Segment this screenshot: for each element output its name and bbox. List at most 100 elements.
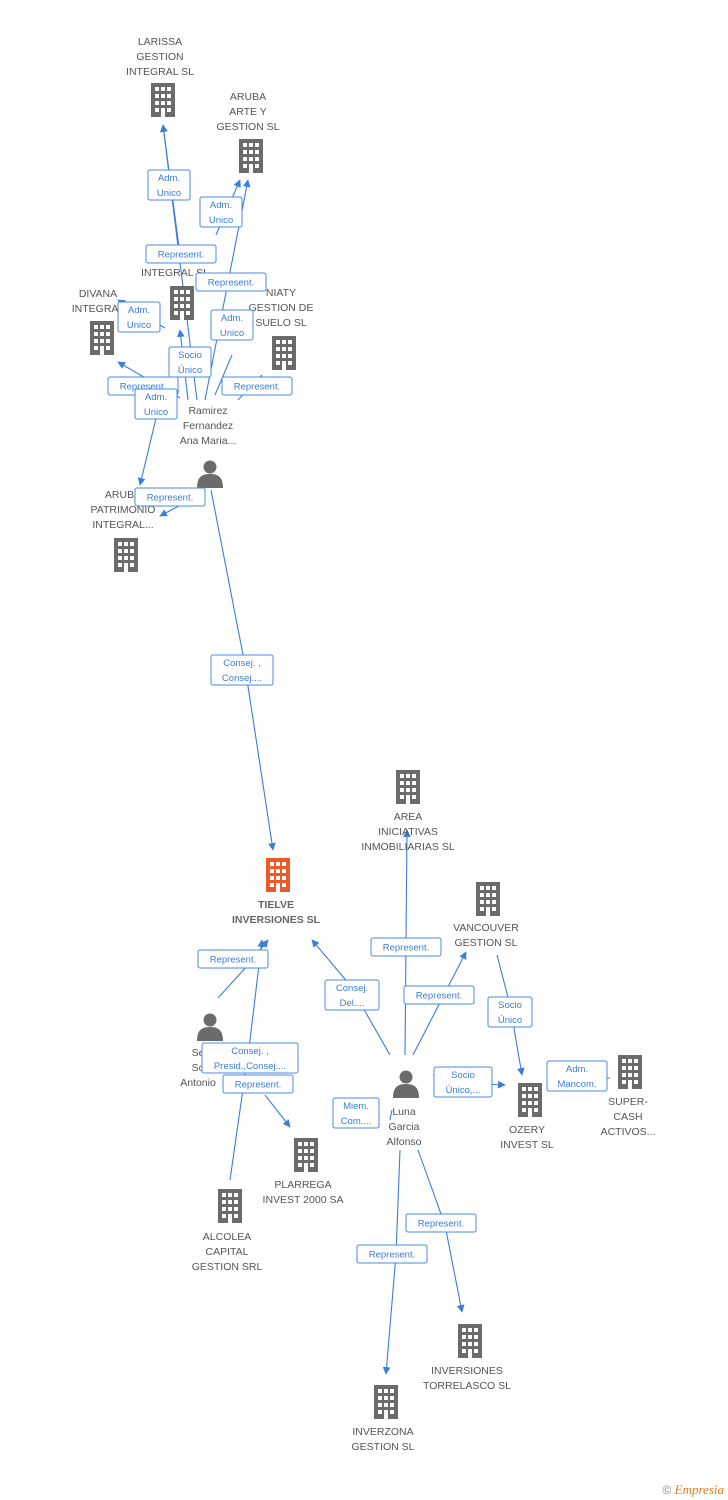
node-label: TORRELASCO SL <box>423 1380 511 1392</box>
edge-label-text: Presid.,Consej.... <box>214 1061 286 1072</box>
edge-label[interactable]: Adm.Unico <box>117 301 161 333</box>
edge-label-box <box>210 654 274 686</box>
edge-line <box>137 409 159 486</box>
node-label: AREA <box>394 811 423 823</box>
edge-label-box <box>356 1244 428 1264</box>
edge-label[interactable]: SocioÚnico,... <box>433 1066 493 1098</box>
edge-label[interactable]: Represent. <box>197 949 269 969</box>
edge-label[interactable]: Represent. <box>403 985 475 1005</box>
edge-label-box <box>487 996 533 1028</box>
edge-label-text: Consej. , <box>231 1046 269 1057</box>
edge-label-text: Represent. <box>234 382 280 393</box>
node-label: OZERY <box>509 1124 545 1136</box>
edge-label[interactable]: Represent. <box>370 937 442 957</box>
edge-label[interactable]: Adm.Unico <box>210 309 254 341</box>
edge-label-text: Unico <box>127 320 151 331</box>
node-label: ACTIVOS... <box>601 1126 656 1138</box>
edge-label-box <box>134 388 178 420</box>
edge-label[interactable]: Adm.Unico <box>134 388 178 420</box>
person-icon <box>197 1013 223 1041</box>
building-icon <box>114 538 138 572</box>
building-icon <box>90 321 114 355</box>
node-label: INVERSIONES SL <box>232 914 321 926</box>
edge-label[interactable]: Adm.Unico <box>199 196 243 228</box>
edge-label-text: Unico <box>157 188 181 199</box>
edge-label[interactable]: Represent. <box>134 487 206 507</box>
node-label: GESTION <box>136 51 183 63</box>
building-icon <box>458 1324 482 1358</box>
node-label: GESTION SRL <box>192 1261 263 1273</box>
edge-label-text: Represent. <box>158 250 204 261</box>
edge-label-box <box>147 169 191 201</box>
edge-label[interactable]: Consej. , Presid.,Consej.... <box>201 1042 299 1074</box>
edge-label-text: Único <box>498 1015 522 1026</box>
node-label: Antonio <box>180 1077 216 1089</box>
edge-label-text: Miem. <box>343 1101 369 1112</box>
edge-label-box <box>134 487 206 507</box>
node-label: CAPITAL <box>206 1246 249 1258</box>
edge-label[interactable]: Adm.Mancom. <box>546 1060 608 1092</box>
edge-label[interactable]: Miem. Com.... <box>332 1097 380 1129</box>
node-label: LARISSA <box>138 36 182 48</box>
node-integral-sl[interactable]: INTEGRAL SL <box>141 267 209 320</box>
edge-line <box>214 354 233 396</box>
building-icon <box>218 1189 242 1223</box>
node-label: Alfonso <box>386 1136 421 1148</box>
edge-label[interactable]: Represent. <box>405 1213 477 1233</box>
edge-label-text: Represent. <box>235 1080 281 1091</box>
edge-label-text: Consej. <box>336 983 368 994</box>
edge-label-box <box>332 1097 380 1129</box>
edge-line <box>264 1094 291 1128</box>
node-label: Se <box>192 1047 205 1059</box>
edge-label[interactable]: Represent. <box>195 272 267 292</box>
edge-label-text: Socio <box>498 1000 522 1011</box>
node-label: PATRIMONIO <box>91 504 156 516</box>
edge-label[interactable]: Consej. Del.... <box>324 979 380 1011</box>
edge-label[interactable]: Adm.Unico <box>147 169 191 201</box>
building-icon <box>239 139 263 173</box>
edge-label-text: Represent. <box>416 991 462 1002</box>
edge-label[interactable]: Consej. ,Consej.... <box>210 654 274 686</box>
edge-label-text: Del.... <box>340 998 365 1009</box>
node-label: So <box>192 1062 205 1074</box>
edge-label-text: Com.... <box>341 1116 372 1127</box>
node-label: SUPER- <box>608 1096 648 1108</box>
edge-label[interactable]: Represent. <box>222 1074 294 1094</box>
node-label: Ana Maria... <box>180 435 237 447</box>
node-aruba-patrimonio[interactable]: ARUBAPATRIMONIOINTEGRAL... <box>91 489 156 572</box>
edge-label-text: Represent. <box>208 278 254 289</box>
edge-label-box <box>403 985 475 1005</box>
edge-label[interactable]: Represent. <box>356 1244 428 1264</box>
person-icon <box>197 460 223 488</box>
edge-label[interactable]: Represent. <box>221 376 293 396</box>
edge-label-text: Único,... <box>446 1085 481 1096</box>
edge-label-box <box>168 346 212 378</box>
node-supercash[interactable]: SUPER-CASHACTIVOS... <box>601 1055 656 1138</box>
edge-line <box>229 939 265 1181</box>
edge-label[interactable]: Represent. <box>145 244 217 264</box>
edge-label-box <box>433 1066 493 1098</box>
node-label: INICIATIVAS <box>378 826 438 838</box>
edge-label-box <box>222 1074 294 1094</box>
edge-label-text: Represent. <box>120 382 166 393</box>
edge-label-text: Adm. <box>221 313 243 324</box>
node-label: INTEGRAL... <box>92 519 153 531</box>
building-icon <box>396 770 420 804</box>
